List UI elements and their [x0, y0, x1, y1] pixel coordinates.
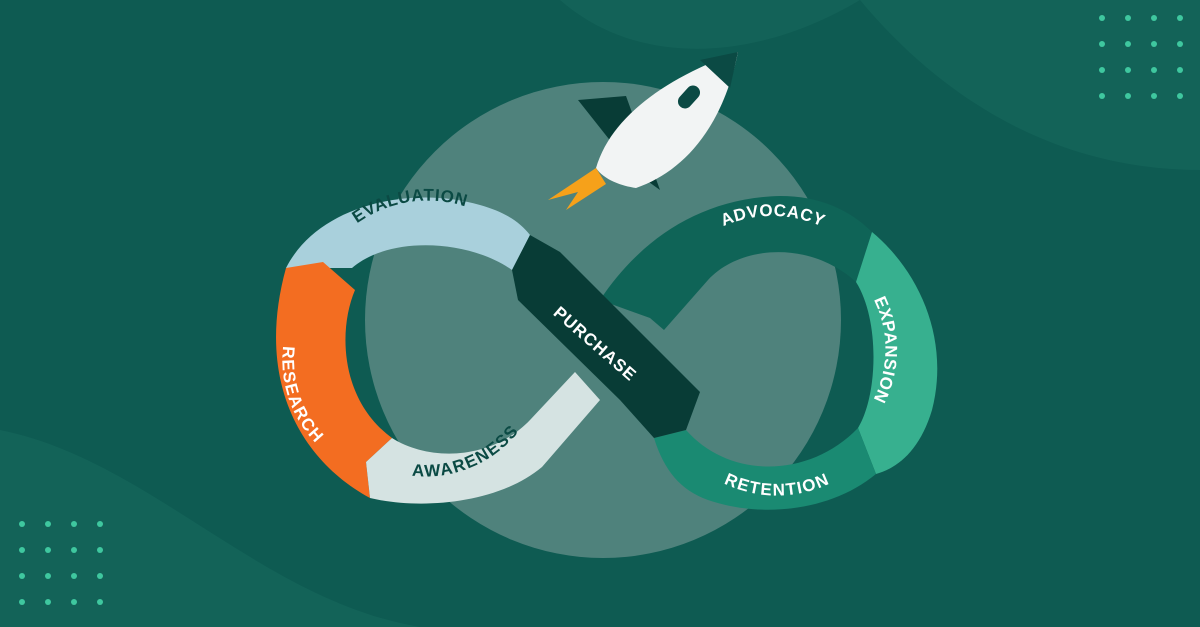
dot [97, 521, 103, 527]
segment-research [276, 262, 392, 498]
dot [1099, 93, 1105, 99]
dot [1177, 93, 1183, 99]
dot [45, 521, 51, 527]
background-wave-right [860, 0, 1200, 170]
segment-advocacy [600, 196, 872, 330]
dot [1099, 41, 1105, 47]
dot [71, 599, 77, 605]
rocket-icon [548, 52, 738, 210]
dot [97, 573, 103, 579]
dot [19, 599, 25, 605]
dot [1099, 15, 1105, 21]
dot [1151, 93, 1157, 99]
dot [1151, 67, 1157, 73]
dot [1099, 67, 1105, 73]
dot [1125, 67, 1131, 73]
dot [19, 547, 25, 553]
dot [97, 599, 103, 605]
dot [1151, 15, 1157, 21]
dot [1125, 41, 1131, 47]
dot [97, 547, 103, 553]
segment-purchase [512, 235, 700, 438]
dot [1125, 15, 1131, 21]
segment-expansion [856, 232, 938, 474]
dot [1125, 93, 1131, 99]
segment-awareness [366, 372, 600, 504]
dot [19, 573, 25, 579]
dot [71, 573, 77, 579]
dot [1177, 67, 1183, 73]
background-wave-top [560, 0, 860, 49]
dot [45, 573, 51, 579]
dot [71, 521, 77, 527]
dot [1177, 15, 1183, 21]
dot-grid-top-right [1099, 15, 1183, 99]
dot [45, 547, 51, 553]
background-wave-left [0, 430, 420, 627]
dot [1177, 41, 1183, 47]
segment-evaluation [286, 197, 530, 270]
dot [1151, 41, 1157, 47]
dot [45, 599, 51, 605]
dot-grid-bottom-left [19, 521, 103, 605]
segment-retention [654, 428, 876, 510]
dot [19, 521, 25, 527]
dot [71, 547, 77, 553]
